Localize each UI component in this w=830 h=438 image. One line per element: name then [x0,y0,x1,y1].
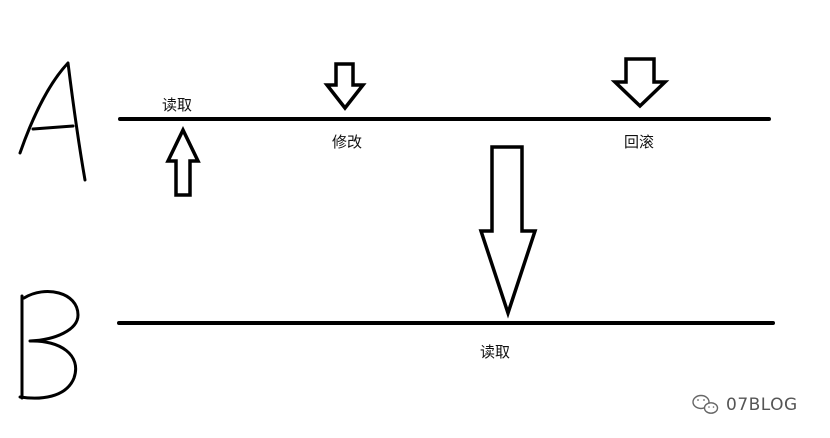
label-a-read: 读取 [162,96,192,114]
label-a-modify: 修改 [332,133,362,151]
letter-a: A [18,61,87,182]
label-b-read: 读取 [480,343,510,361]
wechat-icon [692,394,719,414]
watermark-text: 07BLOG [726,395,798,415]
up-arrow-icon [165,125,201,197]
down-arrow-icon [610,57,670,109]
large-down-arrow-icon [478,145,538,319]
letter-b: B [18,290,80,400]
down-arrow-icon [323,62,367,111]
label-a-rollback: 回滚 [624,133,654,151]
watermark: 07BLOG [692,394,798,415]
